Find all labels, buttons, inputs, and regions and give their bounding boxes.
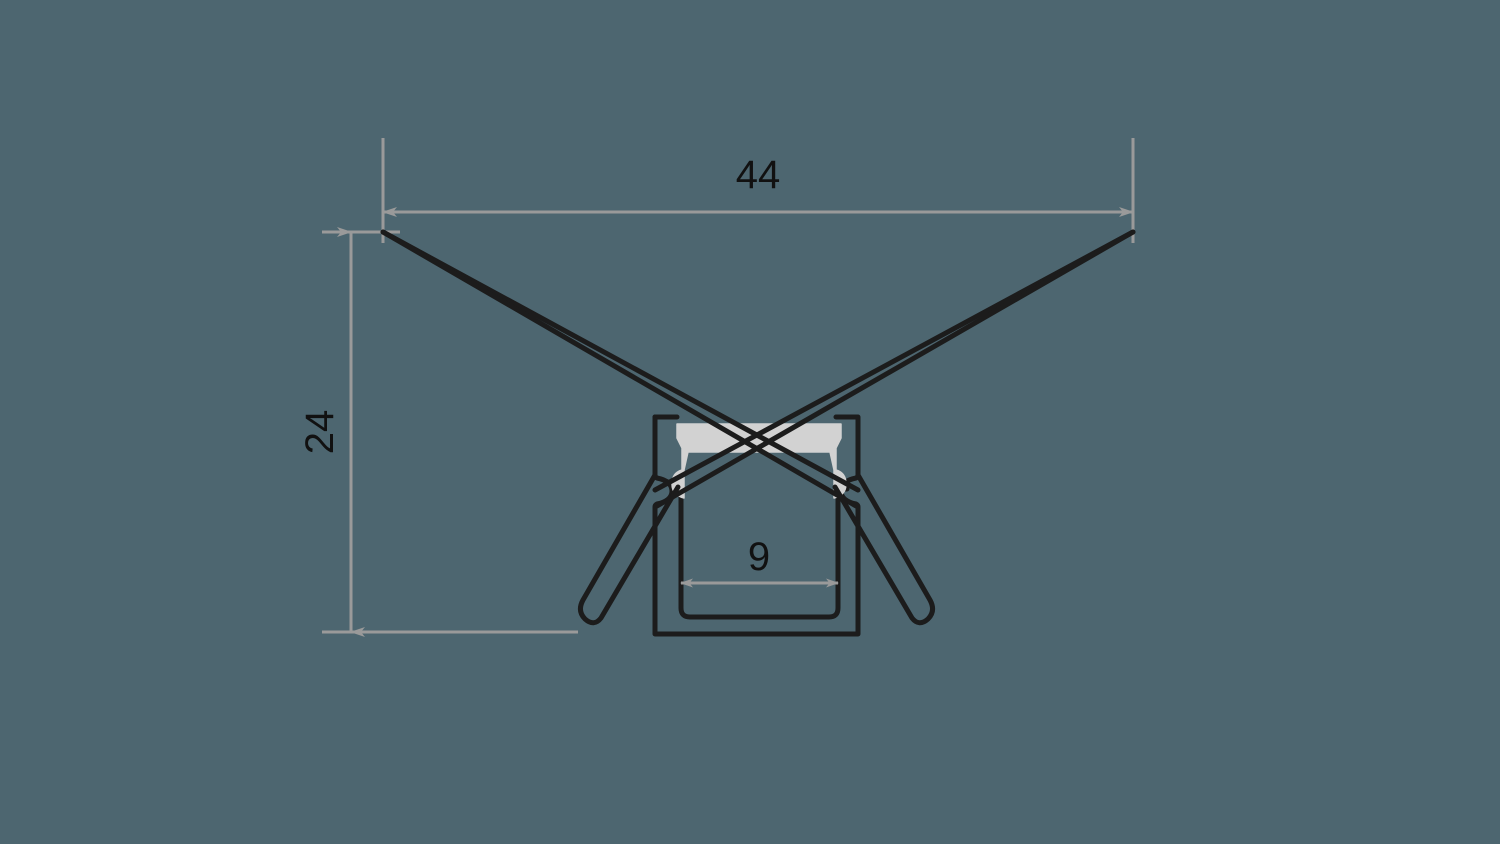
dimension-label-inner-9: 9	[748, 535, 770, 579]
profile-inner-cavity	[678, 494, 841, 620]
profile-outer-shell	[652, 414, 861, 637]
dimension-inner-width: 9	[680, 535, 839, 588]
wing-upper-right-edge-b	[654, 229, 1136, 509]
wing-upper-left-edge-b	[380, 229, 859, 509]
dimension-label-height-24: 24	[298, 410, 342, 455]
wing-lower-right-hook	[832, 472, 936, 626]
dimension-overall-height: 24	[298, 227, 365, 637]
wing-lower-left-hook	[577, 472, 681, 626]
dimension-label-width-44: 44	[736, 153, 781, 197]
dimension-overall-width: 44	[382, 153, 1134, 217]
diffuser-lens	[671, 423, 847, 499]
